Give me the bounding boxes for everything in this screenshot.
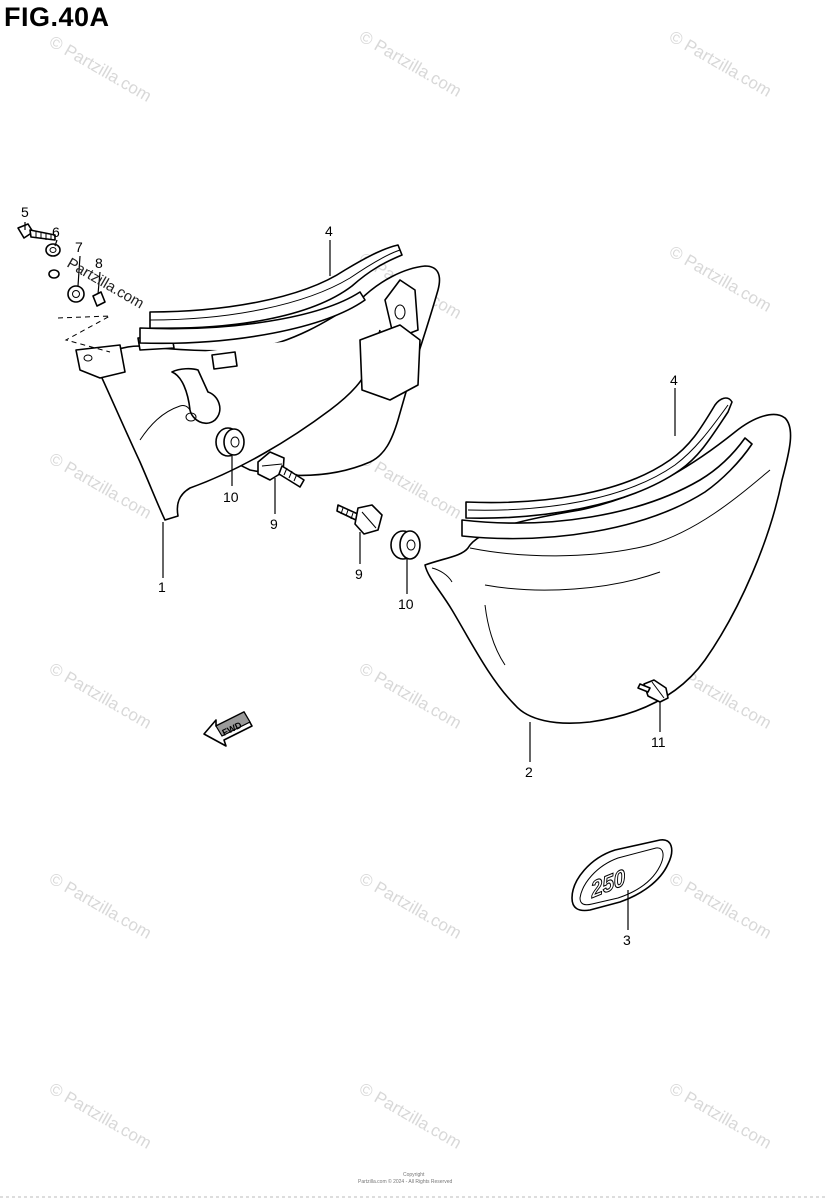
trim-strip-upper [139,244,403,345]
callout-5: 5 [21,204,29,220]
bolt-9-right [336,504,383,535]
figure-title: FIG.40A [4,2,110,32]
callout-10-right: 10 [398,596,414,612]
trim-strip-lower [461,397,753,540]
watermark: © Partzilla.com [356,1079,465,1153]
callout-11: 11 [651,734,666,750]
callout-4-upper: 4 [325,223,333,239]
callout-10-left: 10 [223,489,239,505]
watermark: © Partzilla.com [356,869,465,943]
watermark: © Partzilla.com [46,1079,155,1153]
bolt-5 [17,223,56,241]
washer-6 [45,243,61,279]
watermark: © Partzilla.com [356,27,465,101]
callout-9-right: 9 [355,566,363,582]
watermark-overlay: Partzilla.com [64,255,147,313]
callout-9-left: 9 [270,516,278,532]
emblem-250: 250 [571,839,673,912]
callout-4-lower: 4 [670,372,678,388]
grommet-10-left [215,427,245,457]
callout-7: 7 [75,239,83,255]
left-frame-cover [75,265,441,521]
callout-3: 3 [623,932,631,948]
watermark: © Partzilla.com [666,242,775,316]
copyright-line-2: Partzilla.com © 2024 - All Rights Reserv… [358,1178,452,1185]
callout-6: 6 [52,224,60,240]
watermark: © Partzilla.com [666,27,775,101]
bolt-9-left [257,451,305,488]
screw-11 [637,679,669,703]
callout-1: 1 [158,579,166,595]
callout-8: 8 [95,255,103,271]
watermark: © Partzilla.com [46,659,155,733]
copyright-line-1: Copyright [403,1172,425,1178]
grommet-10-right [390,530,421,560]
watermark: © Partzilla.com [666,869,775,943]
watermark: © Partzilla.com [46,32,155,106]
grommet-7 [67,285,85,303]
callout-numbers: 5 6 7 8 4 1 10 9 9 10 4 2 11 3 [21,204,678,948]
watermark: © Partzilla.com [666,1079,775,1153]
collar-8 [92,291,106,307]
leader-lines [24,222,676,930]
forward-arrow-icon: FWD [203,711,253,747]
watermark: © Partzilla.com [356,659,465,733]
watermark: © Partzilla.com [46,869,155,943]
callout-2: 2 [525,764,533,780]
